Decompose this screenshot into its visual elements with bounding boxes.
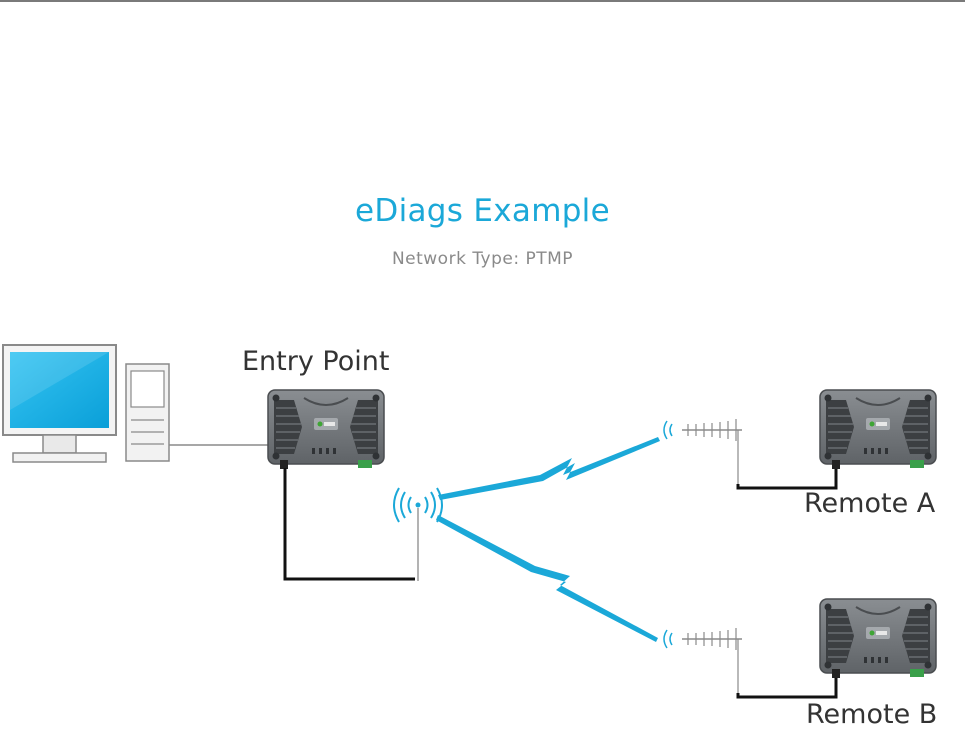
remote-a-coax-cable — [738, 468, 836, 488]
omni-antenna-icon — [394, 488, 442, 581]
remote-a-radio-modem-icon — [820, 390, 936, 469]
remote-b-yagi-antenna-icon — [664, 628, 742, 693]
computer-icon — [3, 345, 169, 462]
remote-a-yagi-antenna-icon — [664, 419, 742, 484]
radio-link-b — [436, 515, 658, 642]
radio-link-a — [438, 437, 660, 500]
remote-b-radio-modem-icon — [820, 599, 936, 678]
entry-point-radio-modem-icon — [268, 390, 384, 469]
entry-coax-cable — [285, 468, 415, 579]
remote-b-coax-cable — [738, 677, 836, 697]
